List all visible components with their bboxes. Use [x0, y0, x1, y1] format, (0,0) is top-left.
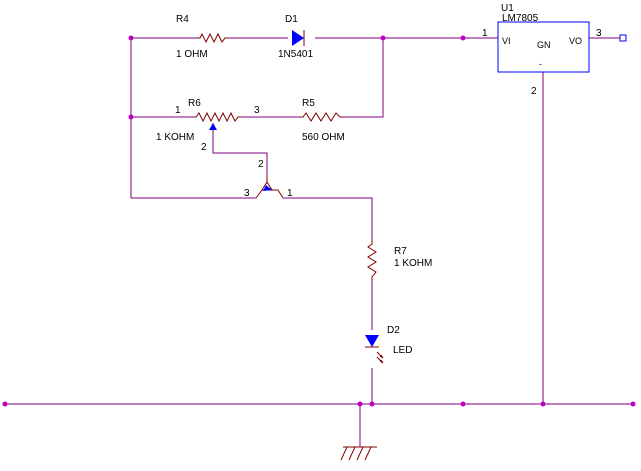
regulator-u1-outline: [497, 21, 590, 73]
junction-dot: [380, 35, 386, 41]
u1-minus-label: -: [539, 59, 542, 69]
q-pin3-label: 3: [244, 188, 250, 199]
d2-value-label: LED: [393, 345, 412, 356]
r6-value-label: 1 KOHM: [156, 132, 194, 143]
junction-dot: [460, 35, 466, 41]
wire-wiper-to-q: [212, 131, 268, 175]
u1-part-label: LM7805: [502, 13, 539, 24]
u1-pin2-label: 2: [531, 86, 537, 97]
junction-dot: [540, 401, 546, 407]
wire-q-to-r7: [283, 197, 373, 240]
resistor-r5-symbol: [300, 112, 343, 122]
junction-dot: [2, 401, 8, 407]
r7-ref-label: R7: [394, 246, 407, 257]
components: [194, 30, 384, 461]
wires: [5, 37, 633, 447]
r4-value-label: 1 OHM: [176, 49, 208, 60]
r7-value-label: 1 KOHM: [394, 258, 432, 269]
q-pin1-label: 1: [287, 188, 293, 199]
led-d2-arrow: [365, 335, 379, 347]
d1-ref-label: D1: [285, 14, 298, 25]
potentiometer-r6-wiper-arrow: [209, 123, 217, 130]
u1-ref-label: U1: [501, 3, 514, 14]
u1-vi-label: VI: [502, 36, 511, 46]
led-light-arrows: [376, 351, 384, 364]
diode-d1-arrow: [292, 30, 304, 46]
u1-vo-label: VO: [569, 36, 582, 46]
r6-pin1-label: 1: [175, 105, 181, 116]
junction-dot: [460, 401, 466, 407]
u1-pin1-label: 1: [482, 28, 488, 39]
junction-dot: [630, 401, 636, 407]
resistor-r7-symbol: [367, 240, 377, 282]
wire-r5-to-d1: [343, 38, 384, 118]
junctions: [2, 35, 636, 407]
potentiometer-r6-symbol: [194, 111, 242, 123]
r4-ref-label: R4: [176, 14, 189, 25]
r5-value-label: 560 OHM: [302, 132, 345, 143]
filled-shapes: [209, 30, 379, 347]
u1-pin3-label: 3: [596, 28, 602, 39]
ground-symbol: [340, 446, 377, 461]
regulator-u1: [497, 21, 627, 73]
junction-dot: [369, 401, 375, 407]
transistor-emitter-arrow: [263, 185, 272, 191]
r6-pin2-label: 2: [201, 142, 207, 153]
q-pin2-label: 2: [258, 159, 264, 170]
r6-ref-label: R6: [188, 98, 201, 109]
junction-dot: [128, 114, 134, 120]
d1-value-label: 1N5401: [278, 49, 313, 60]
junction-dot: [128, 35, 134, 41]
r6-pin3-label: 3: [254, 105, 260, 116]
output-terminal: [619, 34, 627, 42]
u1-gnd-label: GN: [537, 40, 551, 50]
resistor-r4-symbol: [197, 32, 228, 44]
r5-ref-label: R5: [302, 98, 315, 109]
junction-dot: [357, 401, 363, 407]
d2-ref-label: D2: [387, 325, 400, 336]
labels: R4 1 OHM D1 1N5401 R6 1 3 2 1 KOHM R5 56…: [156, 3, 602, 356]
